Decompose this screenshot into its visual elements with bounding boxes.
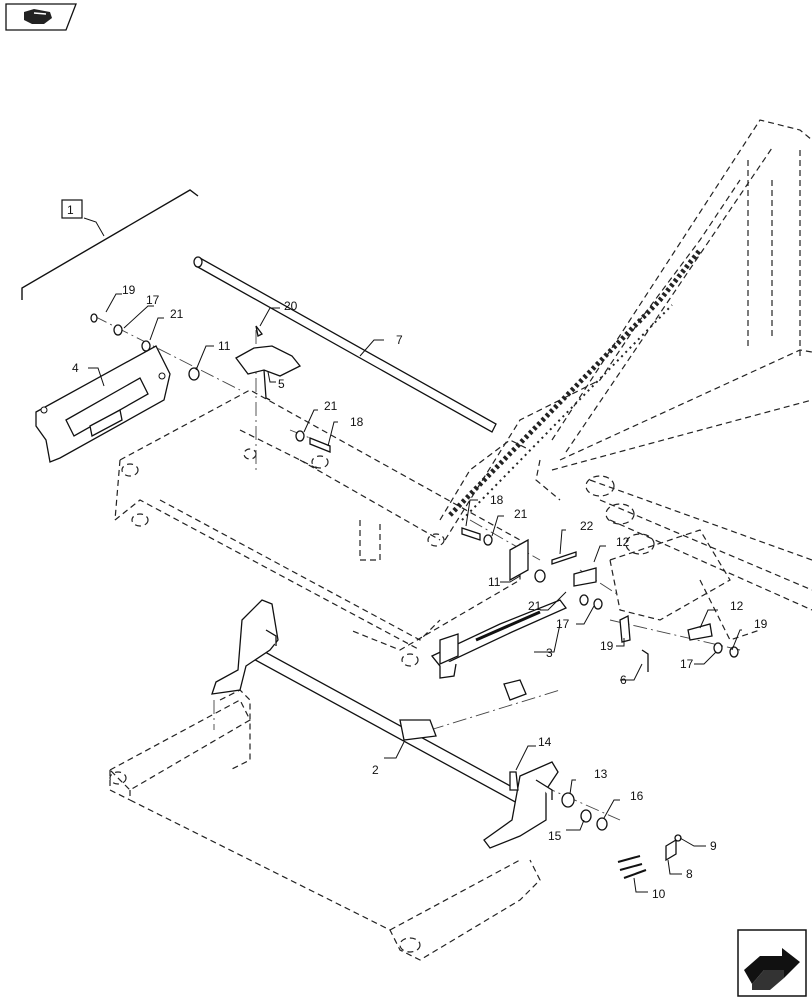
next-page-button[interactable] (737, 929, 807, 997)
callout-20: 20 (284, 299, 298, 313)
callout-7: 7 (396, 333, 403, 347)
callout-5: 5 (278, 377, 285, 391)
callout-21c: 21 (514, 507, 528, 521)
upper-frame (114, 389, 521, 667)
part-3-channel-plate (430, 538, 568, 679)
callout-14: 14 (538, 735, 552, 749)
callout-12a: 12 (616, 535, 630, 549)
assembly-bracket (21, 189, 199, 300)
callout-21b: 21 (324, 399, 338, 413)
part-2-cross-shaft (211, 599, 559, 849)
part-5-shield (235, 345, 302, 401)
callout-22: 22 (580, 519, 594, 533)
machine-frame-background (439, 119, 812, 641)
lower-frame (109, 689, 541, 961)
callout-17b: 17 (556, 617, 570, 631)
callout-18a: 18 (350, 415, 364, 429)
callout-12b: 12 (730, 599, 744, 613)
callout-19b: 19 (600, 639, 614, 653)
leader-lines (83, 217, 742, 893)
callout-13: 13 (594, 767, 608, 781)
callout-2: 2 (372, 763, 379, 777)
callout-1: 1 (67, 203, 74, 217)
callout-10: 10 (652, 887, 666, 901)
next-page-arrow-icon (744, 948, 800, 990)
callout-11b: 11 (488, 575, 501, 589)
callout-18b: 18 (490, 493, 504, 507)
hardware (90, 313, 739, 879)
callout-11a: 11 (218, 339, 231, 353)
callout-8: 8 (686, 867, 693, 881)
callout-21a: 21 (170, 307, 184, 321)
callout-3: 3 (546, 646, 553, 660)
chain (448, 248, 702, 521)
callout-1-box (61, 199, 83, 219)
callout-9: 9 (710, 839, 717, 853)
callout-15: 15 (548, 829, 562, 843)
callout-19a: 19 (122, 283, 136, 297)
callout-labels: 1 2 3 4 5 6 7 8 9 10 11 11 12 12 13 14 1… (67, 203, 768, 901)
part-4-side-plate (35, 345, 171, 463)
callout-6: 6 (620, 673, 627, 687)
hand-pointer-icon (24, 9, 52, 24)
callout-16: 16 (630, 789, 644, 803)
callout-17c: 17 (680, 657, 694, 671)
callout-4: 4 (72, 361, 79, 375)
callout-19c: 19 (754, 617, 768, 631)
callout-21d: 21 (528, 599, 542, 613)
part-7-rod (193, 256, 497, 433)
toolbar-button[interactable] (5, 3, 77, 31)
callout-17a: 17 (146, 293, 160, 307)
